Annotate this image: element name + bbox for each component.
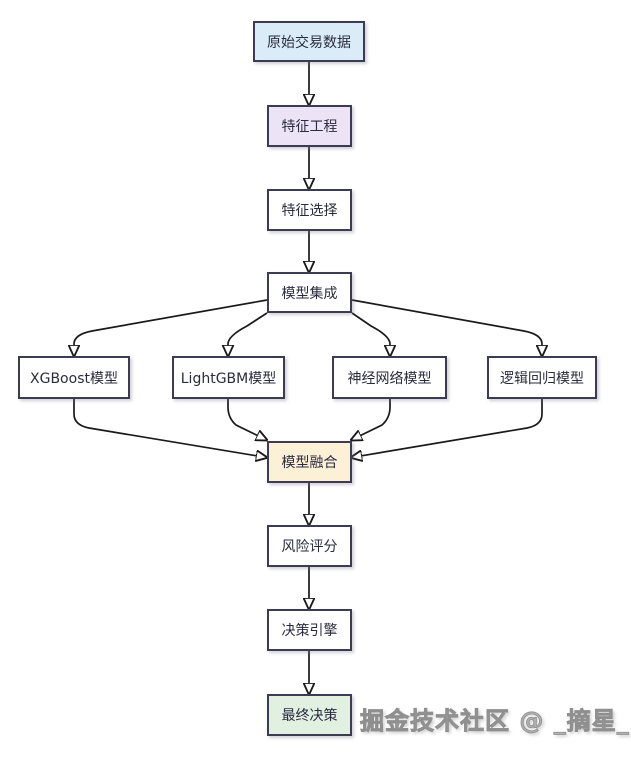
node-xgboost-model: XGBoost模型 (18, 356, 130, 399)
node-label: XGBoost模型 (30, 370, 118, 387)
node-lightgbm-model: LightGBM模型 (172, 356, 285, 399)
node-label: 原始交易数据 (267, 34, 351, 51)
node-feature-engineering: 特征工程 (267, 105, 352, 147)
node-label: 特征选择 (281, 203, 338, 219)
node-label: 模型集成 (281, 285, 338, 302)
node-raw-transaction-data: 原始交易数据 (253, 21, 365, 62)
edge-neuralnetwork-modelfusion (361, 399, 391, 436)
edge-modelensemble-xgboost (74, 299, 268, 346)
node-label: 模型融合 (281, 455, 338, 471)
node-label: 特征工程 (281, 119, 338, 135)
node-risk-scoring: 风险评分 (267, 525, 352, 567)
node-model-fusion: 模型融合 (267, 441, 352, 483)
edge-lightgbm-modelfusion (227, 399, 258, 436)
edge-logisticregression-modelfusion (362, 399, 543, 456)
node-label: 决策引擎 (281, 623, 338, 639)
node-logistic-regression-model: 逻辑回归模型 (487, 356, 597, 399)
node-feature-selection: 特征选择 (267, 189, 352, 231)
node-label: 风险评分 (281, 539, 338, 555)
edge-modelensemble-logisticregression (351, 299, 542, 346)
node-model-ensemble: 模型集成 (267, 272, 352, 313)
edge-modelensemble-neuralnetwork (351, 312, 390, 346)
edge-modelensemble-lightgbm (228, 312, 268, 346)
edge-xgboost-modelfusion (73, 399, 257, 456)
node-label: 神经网络模型 (347, 370, 432, 387)
node-label: LightGBM模型 (180, 370, 277, 387)
node-decision-engine: 决策引擎 (267, 609, 352, 651)
node-label: 逻辑回归模型 (500, 370, 584, 387)
node-neural-network-model: 神经网络模型 (332, 356, 447, 399)
node-final-decision: 最终决策 (267, 694, 352, 736)
node-label: 最终决策 (281, 708, 338, 724)
watermark-juejin-community: 掘金技术社区 @ _摘星_ (360, 707, 630, 736)
